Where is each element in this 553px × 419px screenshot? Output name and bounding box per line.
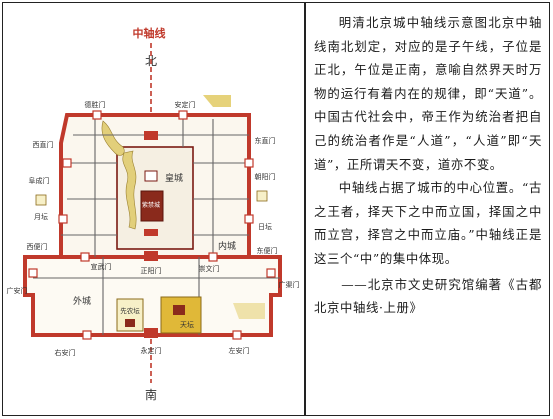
label-fuchengmen: 阜成门: [29, 176, 50, 185]
jingshan: [144, 170, 158, 182]
northwest-lake: [101, 120, 125, 156]
city-gates: [28, 110, 276, 340]
ritan-marker: [256, 190, 268, 202]
xiannongtan-altar: [125, 319, 135, 327]
column-divider: [304, 3, 306, 415]
drum-bell-tower: [144, 131, 158, 140]
palace-lakes: [122, 150, 137, 230]
forbidden-city: [140, 190, 164, 222]
label-ritan: 日坛: [258, 222, 272, 231]
label-xuanwumen: 宣武门: [91, 262, 112, 271]
outer-city-wall: [23, 255, 282, 337]
label-neicheng: 内城: [218, 240, 236, 252]
label-waicheng: 外城: [73, 295, 91, 307]
zhengyangmen-gate: [144, 251, 158, 261]
label-guangqumen: 广渠门: [279, 280, 300, 289]
label-zijincheng: 紫禁城: [142, 201, 160, 209]
label-yuetan: 月坛: [34, 212, 48, 221]
caption-source: ——北京市文史研究馆编著《古都北京中轴线·上册》: [314, 276, 542, 316]
label-zhengyangmen: 正阳门: [141, 266, 162, 275]
label-youanmen: 右安门: [55, 348, 76, 357]
axis-map: 中轴线 北: [3, 3, 304, 414]
label-dongbianmen: 东便门: [257, 246, 278, 255]
yuetan-marker: [35, 194, 47, 206]
label-andingmen: 安定门: [175, 100, 196, 109]
label-zuoanmen: 左安门: [229, 346, 250, 355]
label-chongwenmen: 崇文门: [199, 264, 220, 273]
tiantan-altar: [173, 305, 185, 315]
north-moat-patch: [203, 95, 231, 107]
label-yongdingmen: 永定门: [141, 346, 162, 355]
map-title: 中轴线: [133, 26, 166, 40]
label-huangcheng: 皇城: [165, 172, 183, 184]
label-xizhimen: 西直门: [33, 140, 54, 149]
southeast-pond: [233, 303, 265, 319]
south-label: 南: [145, 387, 157, 402]
label-dongzhimen: 东直门: [255, 136, 276, 145]
label-xiannongtan: 先农坛: [120, 306, 140, 315]
tiananmen: [144, 229, 158, 236]
figure-frame: 中轴线 北: [2, 2, 550, 416]
label-deshengmen: 德胜门: [85, 100, 106, 109]
label-chaoyangmen: 朝阳门: [255, 172, 276, 181]
label-tiantan: 天坛: [180, 320, 194, 329]
caption-paragraph-2: 中轴线占据了城市的中心位置。“古之王者，择天下之中而立国，择国之中而立宫，择宫之…: [314, 180, 542, 266]
caption-text: 明清北京城中轴线示意图北京中轴线南北划定，对应的是子午线，子位是正北，午位是正南…: [314, 11, 542, 320]
caption-paragraph-1: 明清北京城中轴线示意图北京中轴线南北划定，对应的是子午线，子位是正北，午位是正南…: [314, 15, 542, 172]
label-guanganmen: 广安门: [7, 286, 28, 295]
yongdingmen-gate: [144, 328, 158, 338]
axis-gates: [144, 131, 158, 338]
city-map-svg: 中轴线 北: [3, 3, 304, 414]
label-xibianmen: 西便门: [27, 242, 48, 251]
road-grid: [33, 119, 280, 335]
